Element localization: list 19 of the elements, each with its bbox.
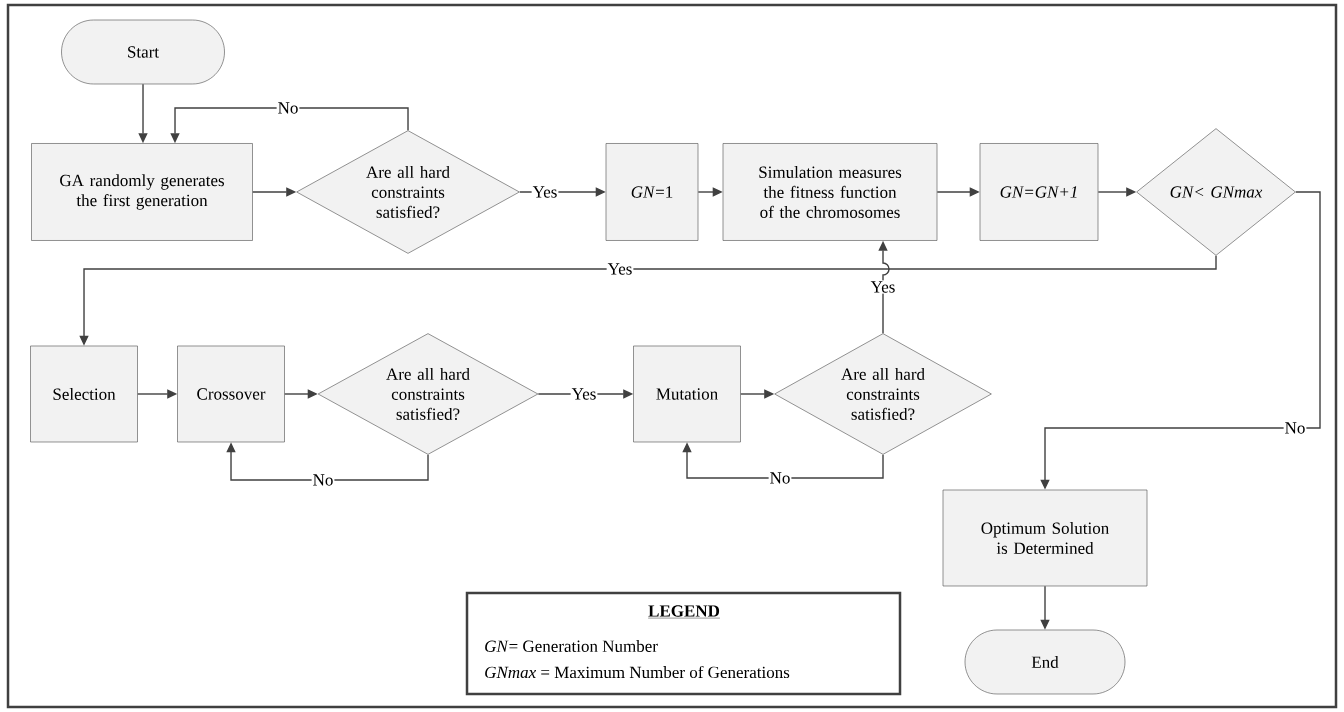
process-box: Crossover — [177, 345, 285, 443]
edge-label: No — [1283, 421, 1307, 435]
edge-label: No — [276, 101, 300, 115]
edge-label: Yes — [531, 185, 559, 199]
process-box: GN=GN+1 — [979, 143, 1099, 241]
process-box: Mutation — [633, 345, 741, 443]
legend-title: LEGEND — [647, 605, 721, 619]
edge-label: No — [768, 471, 792, 485]
edge-label: No — [311, 473, 335, 487]
process-box: GN=1 — [605, 143, 699, 241]
edge-label: Yes — [869, 280, 897, 294]
process-box: Optimum Solution is Determined — [942, 489, 1148, 587]
edge-label: Yes — [570, 387, 598, 401]
process-box: Simulation measures the fitness function of the chromosomes — [722, 143, 938, 241]
legend-entry: GNmax = Maximum Number of Generations — [485, 665, 790, 679]
process-box: Selection — [30, 345, 138, 443]
process-box: GA randomly generates the first generation — [31, 143, 253, 241]
edge-label: Yes — [606, 262, 634, 276]
legend-entry: GN= Generation Number — [485, 640, 658, 652]
